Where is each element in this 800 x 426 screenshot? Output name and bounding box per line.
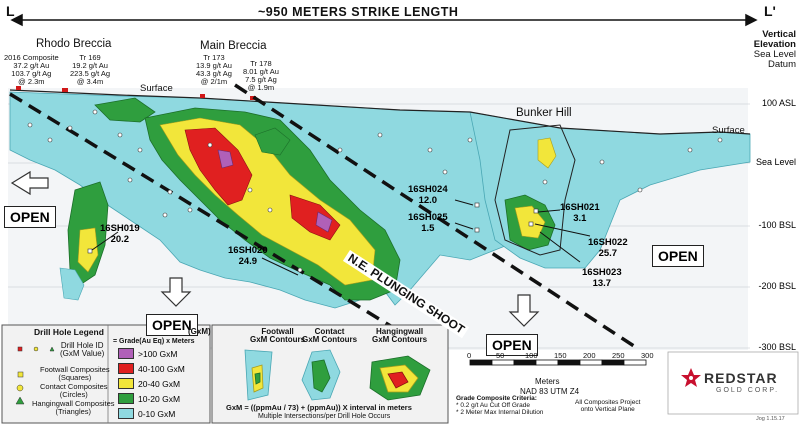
bunker-outline — [494, 124, 576, 256]
open-label-down-west: OPEN — [146, 314, 198, 336]
grade-class-row: 10-20 GxM — [118, 393, 180, 404]
grade-zone-0-10-west — [59, 267, 85, 301]
grade-legend-subtitle: = Grade(Au Eq) x Meters — [113, 338, 195, 345]
grade-zone-20-40-bunker-upper — [537, 137, 557, 169]
open-label-down-east: OPEN — [486, 334, 538, 356]
grade-swatch — [118, 393, 134, 404]
job-reference: Jog 1.15.17 — [756, 416, 785, 422]
scale-tick: 200 — [583, 351, 596, 360]
grade-class-label: 10-20 GxM — [138, 393, 181, 404]
open-label-west: OPEN — [4, 206, 56, 228]
drill-hole-markers — [27, 109, 723, 273]
legend-footwall: Footwall Composites(Squares) — [40, 365, 110, 382]
intersection-note: Multiple Intersections/per Drill Hole Oc… — [258, 413, 391, 420]
grade-zone-10-20-upper — [94, 97, 156, 123]
grade-class-label: 40-100 GxM — [138, 363, 185, 374]
scale-datum: NAD 83 UTM Z4 — [520, 387, 580, 396]
surface-intercept-tr173: Tr 173 13.9 g/t Au 43.3 g/t Ag @ 2/1m — [196, 53, 232, 86]
elevation-tick-minus100: -100 BSL — [758, 220, 796, 230]
grade-swatch — [118, 363, 134, 374]
legend-contact: Contact Composites(Circles) — [40, 382, 108, 399]
surface-label-west: Surface — [140, 83, 173, 94]
legend-panel — [1, 324, 211, 424]
elevation-tick-minus300: -300 BSL — [758, 342, 796, 352]
open-arrows — [10, 170, 540, 327]
elevation-tick-minus200: -200 BSL — [758, 281, 796, 291]
plunging-shoot-outline — [9, 83, 641, 352]
grade-zone-40-100-main — [184, 127, 253, 206]
surface-intercept-tr178: Tr 178 8.01 g/t Au 7.5 g/t Ag @ 1.9m — [243, 59, 279, 92]
scale-tick: 100 — [525, 351, 538, 360]
legend-drill-hole-id: Drill Hole ID(GxM Value) — [60, 341, 105, 359]
legend-glyphs — [15, 346, 55, 405]
grade-swatch — [118, 408, 134, 419]
grade-class-label: 0-10 GxM — [138, 408, 176, 419]
grade-class-label: >100 GxM — [138, 348, 178, 359]
section-start-label: L — [6, 3, 15, 19]
section-end-label: L' — [764, 3, 776, 19]
gxm-formula: GxM = ((ppmAu / 73) + (ppmAu)) X interva… — [226, 403, 412, 412]
grade-zone-gt100-a — [217, 149, 234, 169]
elevation-axis-title: Vertical Elevation Sea Level Datum — [753, 29, 796, 70]
brand-name: REDSTAR — [704, 370, 778, 386]
brand-subtitle: GOLD CORP. — [716, 387, 780, 394]
strike-length-arrow — [10, 13, 758, 27]
contour-thumbnails — [244, 349, 431, 401]
legend-title: Drill Hole Legend — [34, 327, 104, 337]
grade-class-row: 0-10 GxM — [118, 408, 175, 419]
scale-tick: 300 — [641, 351, 654, 360]
legend-hangingwall: Hangingwall Composites(Triangles) — [32, 399, 115, 416]
open-label-east: OPEN — [652, 245, 704, 267]
grade-swatch — [118, 378, 134, 389]
scale-bar — [469, 359, 647, 366]
strike-length-title: ~950 METERS STRIKE LENGTH — [252, 5, 465, 20]
topographic-surface — [9, 89, 751, 135]
grade-criteria: Grade Composite Criteria: * 0.2 g/t Au C… — [456, 395, 544, 416]
callout-leaders — [91, 199, 591, 276]
scale-tick: 50 — [496, 351, 505, 360]
zone-main-breccia: Main Breccia — [200, 40, 267, 52]
grade-class-label: 20-40 GxM — [138, 378, 181, 389]
surface-intercept-2016: 2016 Composite 37.2 g/t Au 103.7 g/t Ag … — [4, 53, 59, 86]
grade-zone-10-20-mid — [254, 127, 291, 156]
grade-zone-gt100-b — [315, 211, 333, 233]
scale-tick: 0 — [467, 351, 472, 360]
grade-class-row: 40-100 GxM — [118, 363, 185, 374]
surface-label-east: Surface — [712, 125, 745, 136]
elevation-tick-sea-level: Sea Level — [755, 157, 796, 167]
scale-unit: Meters — [535, 377, 560, 386]
redstar-logo-mark — [681, 368, 701, 387]
grade-class-row: 20-40 GxM — [118, 378, 180, 389]
zone-rhodo-breccia: Rhodo Breccia — [36, 38, 112, 50]
scale-tick: 250 — [612, 351, 625, 360]
elevation-tick-100asl: 100 ASL — [761, 98, 796, 108]
surface-intercept-tr169: Tr 169 19.2 g/t Au 223.5 g/t Ag @ 3.4m — [70, 53, 111, 86]
scale-tick: 150 — [554, 351, 567, 360]
grade-class-row: >100 GxM — [118, 348, 177, 359]
grade-swatch — [118, 348, 134, 359]
zone-bunker-hill: Bunker Hill — [516, 107, 572, 119]
grade-legend-title: (GxM) — [188, 327, 211, 336]
